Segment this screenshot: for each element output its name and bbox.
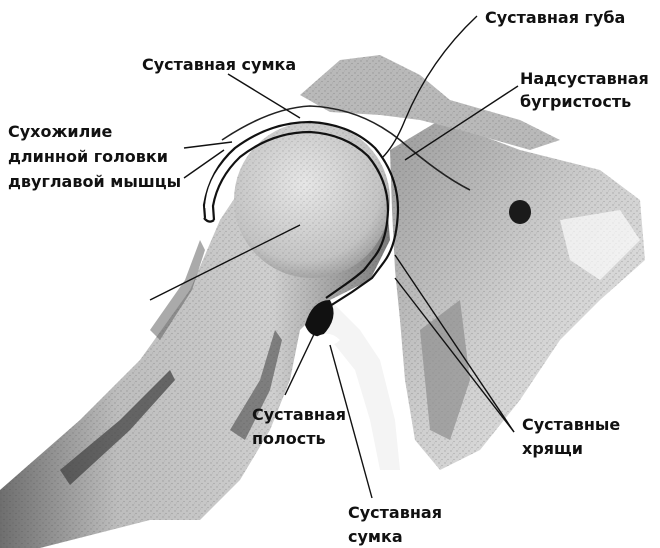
label-capsule-bottom-line2: сумка xyxy=(348,527,403,546)
label-cavity-line2: полость xyxy=(252,429,326,448)
label-supraglenoid-line1: Надсуставная xyxy=(520,69,649,88)
label-tendon-line2: длинной головки xyxy=(8,147,168,166)
label-tendon-line1: Сухожилие xyxy=(8,122,113,141)
label-capsule-top: Суставная сумка xyxy=(142,55,296,74)
label-capsule-bottom-line1: Суставная xyxy=(348,503,442,522)
label-cavity-line1: Суставная xyxy=(252,405,346,424)
label-labrum: Суставная губа xyxy=(485,8,625,27)
label-tendon-line3: двуглавой мышцы xyxy=(8,172,181,191)
label-supraglenoid-line2: бугристость xyxy=(520,92,631,111)
label-cartilage-line1: Суставные xyxy=(522,415,620,434)
label-cartilage-line2: хрящи xyxy=(522,439,583,458)
